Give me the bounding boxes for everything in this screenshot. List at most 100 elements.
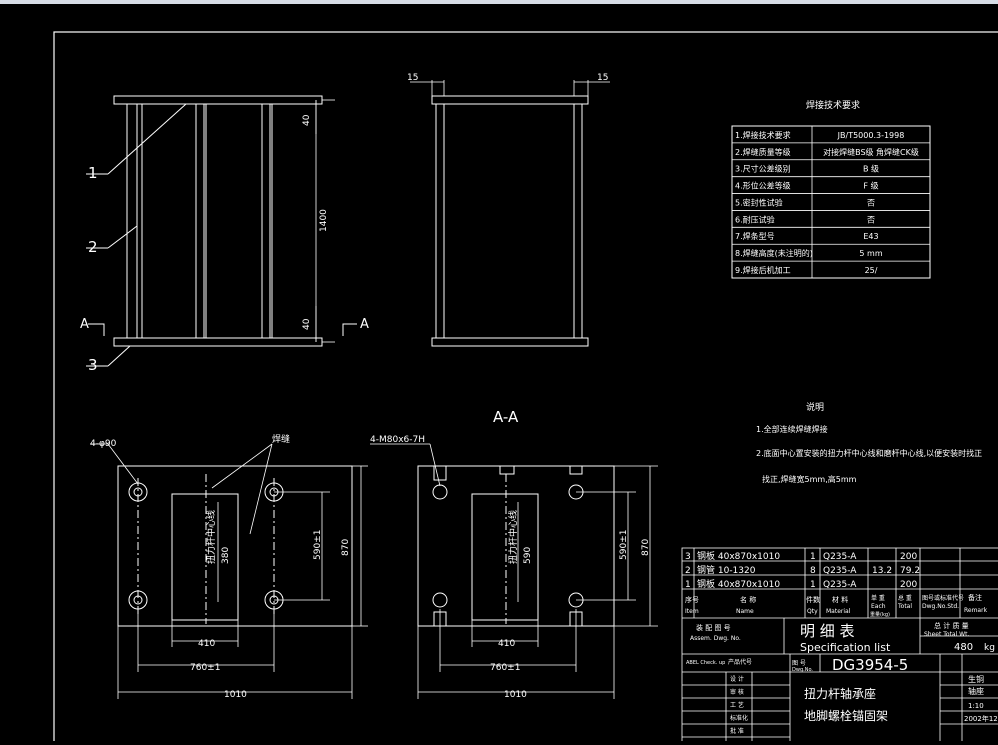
dim-15-right: 15 bbox=[597, 73, 608, 83]
dim-590tol-left: 590±1 bbox=[313, 530, 323, 560]
notes-line-3: 找正,焊缝宽5mm,高5mm bbox=[762, 474, 857, 484]
weld-row-label: 6.耐压试验 bbox=[735, 214, 775, 224]
cad-drawing-canvas[interactable]: 1 2 3 A A A-A 15 15 40 40 1400 4-φ90 焊缝 … bbox=[0, 4, 998, 745]
dim-40-top: 40 bbox=[302, 114, 312, 126]
hdr-name: 名 称 bbox=[740, 595, 756, 604]
dim-590-right: 590 bbox=[523, 547, 533, 564]
dim-870-left: 870 bbox=[341, 539, 351, 556]
plan-view-right bbox=[370, 443, 658, 699]
callout-2: 2 bbox=[88, 238, 98, 256]
part-name: 钢板 40x870x1010 bbox=[697, 550, 780, 562]
dim-380: 380 bbox=[221, 547, 231, 564]
dim-15-left: 15 bbox=[407, 73, 418, 83]
role-2: 审 核 bbox=[730, 688, 744, 696]
side-tube-right bbox=[573, 103, 583, 339]
part-material: Q235-A bbox=[823, 566, 857, 576]
hdr-no-en: Item bbox=[685, 608, 699, 615]
notes-line-2: 2.底面中心置安装的扭力杆中心线和磨杆中心线,以便安装时找正 bbox=[756, 448, 982, 458]
part-no: 2 bbox=[685, 566, 691, 576]
top-plate bbox=[113, 95, 323, 105]
window-top-bar bbox=[0, 0, 998, 4]
weld-row-label: 3.尺寸公差级别 bbox=[735, 164, 791, 174]
centerline-right: 扭力杆中心线 bbox=[507, 510, 519, 564]
hdr-std: 图号或标准代号 bbox=[922, 594, 964, 602]
dim-4-m80: 4-M80x6-7H bbox=[370, 435, 425, 445]
part-no: 3 bbox=[685, 552, 691, 562]
scale: 1:10 bbox=[968, 702, 984, 710]
total-weight-unit: kg bbox=[984, 643, 995, 653]
weld-row-value: B 级 bbox=[863, 164, 879, 174]
weld-row-label: 9.焊接后机加工 bbox=[735, 265, 791, 275]
hdr-std-en: Dwg.No.Std. bbox=[922, 603, 959, 610]
weld-row-value: 25/ bbox=[865, 266, 878, 275]
bottom-plate bbox=[113, 337, 323, 347]
part-total: 200 bbox=[900, 580, 917, 590]
assembly-label: 装 配 图 号 bbox=[696, 623, 731, 632]
weld-row-label: 2.焊缝质量等级 bbox=[735, 147, 791, 157]
hdr-mat: 材 料 bbox=[832, 595, 848, 604]
hdr-remark: 备注 bbox=[968, 593, 982, 602]
weld-row-value: 5 mm bbox=[859, 249, 882, 258]
dim-1400: 1400 bbox=[319, 209, 329, 232]
notes-title: 说明 bbox=[806, 401, 824, 413]
side-bottom-plate bbox=[431, 337, 589, 347]
dim-410-right: 410 bbox=[498, 639, 515, 649]
spec-title-en: Specification list bbox=[800, 641, 891, 654]
tube-middle bbox=[195, 103, 207, 339]
hdr-name-en: Name bbox=[736, 608, 754, 615]
total-weight: 480 bbox=[954, 642, 973, 653]
notes-line-1: 1.全部连续焊缝焊接 bbox=[756, 424, 828, 434]
weld-row-label: 8.焊缝高度(未注明的) bbox=[735, 248, 813, 258]
total-weight-label: 总 计 质 量 bbox=[934, 621, 969, 630]
part-material: Q235-A bbox=[823, 580, 857, 590]
hdr-unit: 重量(kg) bbox=[870, 611, 890, 618]
part-name: 钢板 40x870x1010 bbox=[697, 578, 780, 590]
tube-left bbox=[126, 103, 138, 339]
dim-760-left: 760±1 bbox=[190, 663, 220, 673]
callout-3: 3 bbox=[88, 356, 98, 374]
part-material: Q235-A bbox=[823, 552, 857, 562]
weld-row-label: 4.形位公差等级 bbox=[735, 181, 791, 191]
assembly-label-en: Assem. Dwg. No. bbox=[690, 635, 741, 642]
drawing-no-label: 图 号 bbox=[792, 660, 806, 667]
front-view bbox=[86, 95, 357, 367]
product-name-1: 扭力杆轴承座 bbox=[804, 686, 876, 701]
hdr-remark-en: Remark bbox=[964, 607, 988, 614]
weld-table-title: 焊接技术要求 bbox=[806, 99, 860, 111]
part-total: 200 bbox=[900, 552, 917, 562]
weld-row-value: JB/T5000.3-1998 bbox=[837, 131, 905, 140]
weight-label: 轴座 bbox=[968, 686, 984, 696]
spec-title: 明 细 表 bbox=[800, 622, 855, 640]
dim-590tol-right: 590±1 bbox=[619, 530, 629, 560]
role-5: 批 准 bbox=[730, 727, 744, 735]
part-qty: 1 bbox=[810, 552, 816, 562]
title-block bbox=[681, 547, 998, 745]
hdr-mat-en: Material bbox=[826, 608, 851, 615]
weld-row-label: 5.密封性试验 bbox=[735, 197, 783, 207]
role-3: 工 艺 bbox=[730, 701, 744, 709]
hdr-total: 总 重 bbox=[898, 594, 912, 602]
drawing-svg: 1 2 3 A A A-A 15 15 40 40 1400 4-φ90 焊缝 … bbox=[53, 31, 998, 745]
inner-rect bbox=[171, 493, 239, 621]
section-mark-left: A bbox=[80, 317, 89, 332]
product-name-2: 地脚螺栓锚固架 bbox=[804, 708, 888, 723]
tube-right bbox=[261, 103, 273, 339]
drawing-no-label-en: Dwg.No. bbox=[792, 667, 813, 673]
hdr-qty: 件数 bbox=[806, 595, 820, 604]
view-label-aa: A-A bbox=[493, 408, 519, 426]
dim-1010-right: 1010 bbox=[504, 690, 527, 700]
hdr-qty-en: Qty bbox=[807, 608, 818, 615]
agent-label: ABEL Check. up bbox=[686, 660, 725, 666]
centerline-left: 扭力杆中心线 bbox=[205, 510, 217, 564]
dim-870-right: 870 bbox=[641, 539, 651, 556]
dim-410-left: 410 bbox=[198, 639, 215, 649]
hdr-each-en: Each bbox=[871, 603, 886, 610]
role-1: 设 计 bbox=[730, 675, 744, 683]
part-qty: 1 bbox=[810, 580, 816, 590]
drawing-border bbox=[53, 31, 998, 745]
part-name: 钢管 10-1320 bbox=[697, 564, 756, 576]
side-tube-left bbox=[435, 103, 445, 339]
part-each: 13.2 bbox=[872, 566, 892, 576]
